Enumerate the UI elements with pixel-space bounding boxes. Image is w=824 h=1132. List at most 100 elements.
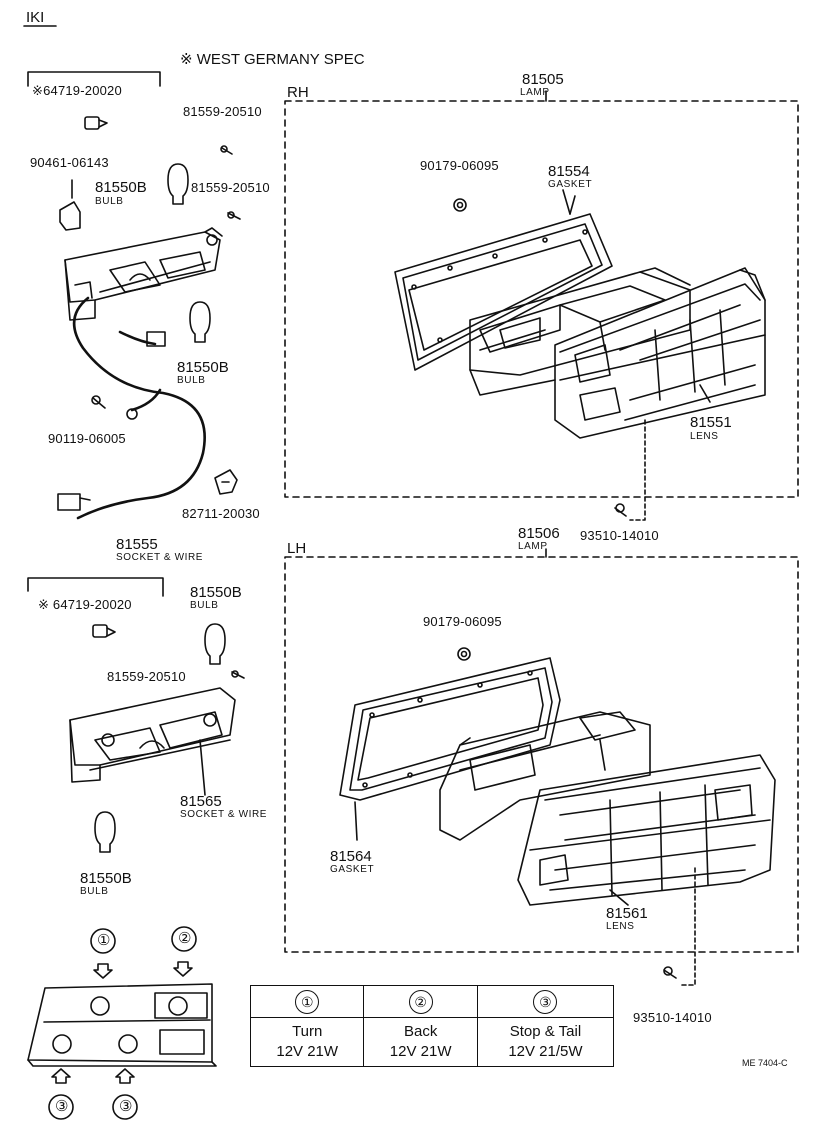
lh-lamp-dashed-box (284, 556, 799, 953)
lh-socket-plate (69, 687, 236, 796)
lh-spec-bracket (27, 577, 164, 597)
rh-part-82711: 82711-20030 (182, 506, 260, 521)
rh-part-90461: 90461-06143 (30, 155, 109, 170)
bulb-rating-2: 12V 21W (389, 1043, 452, 1060)
lh-lamp-number: 81506 (518, 525, 560, 542)
rh-grommet-64719 (84, 116, 108, 130)
marker-circle-2 (171, 926, 197, 952)
lh-screw-81559 (231, 670, 245, 679)
rh-part-81555: 81555 (116, 536, 158, 553)
bulb-spec-header-3: ③ (476, 985, 615, 1018)
bulb-position-panel (27, 983, 217, 1067)
lh-gasket-leader (354, 801, 358, 841)
rh-bulb-mid (189, 301, 211, 343)
rh-part-81551: 81551 (690, 414, 732, 431)
rh-part-81550b-mid: 81550B (177, 359, 229, 376)
lh-part-81550b-top: 81550B (190, 584, 242, 601)
lh-part-81550b-top-label: BULB (190, 600, 219, 611)
position-arrow-3a (51, 1068, 71, 1084)
marker-3a-text: ③ (55, 1098, 69, 1115)
rh-part-64719: ※64719-20020 (32, 83, 122, 98)
rh-wire-connector (57, 493, 91, 511)
rh-gasket-81554 (394, 195, 613, 371)
lh-lamp-label: LAMP (518, 541, 548, 552)
lh-part-81550b-bottom-label: BULB (80, 886, 109, 897)
rh-socket-plate (64, 227, 223, 321)
lh-lamp-housing (439, 711, 651, 841)
rh-part-81559-b: 81559-20510 (191, 180, 270, 195)
lh-bulb-top (204, 623, 226, 665)
rh-part-81550b-top-label: BULB (95, 196, 124, 207)
marker-3b-text: ③ (119, 1098, 133, 1115)
bulb-function-2: Back (403, 1023, 438, 1040)
lh-part-81565-label: SOCKET & WIRE (180, 809, 268, 820)
lh-part-64719: ※ 64719-20020 (38, 597, 132, 612)
rh-clip-90461 (59, 179, 81, 231)
rh-part-81555-label: SOCKET & WIRE (116, 552, 204, 563)
rh-part-81550b-mid-label: BULB (177, 375, 206, 386)
page-code: IKI (26, 9, 45, 26)
lh-part-93510: 93510-14010 (633, 1010, 712, 1025)
rh-part-81550b-top: 81550B (95, 179, 147, 196)
rh-part-90119: 90119-06005 (48, 431, 126, 446)
bulb-function-1: Turn (292, 1023, 323, 1040)
rh-part-81559-a: 81559-20510 (183, 104, 262, 119)
marker-circle-1 (90, 928, 116, 954)
bulb-spec-header-1: ① (249, 985, 365, 1018)
rh-part-81551-label: LENS (690, 431, 719, 442)
lh-part-90179: 90179-06095 (423, 614, 502, 629)
rh-clamp-82711 (214, 469, 238, 495)
rh-nut-90179 (453, 198, 467, 212)
rh-screw-81559-a (220, 145, 233, 155)
lh-lens-81561 (517, 754, 776, 906)
lh-part-81564: 81564 (330, 848, 372, 865)
marker-circle-3a (48, 1094, 74, 1120)
rh-part-81554: 81554 (548, 163, 590, 180)
lh-screw-93510 (663, 966, 677, 979)
rh-part-81554-label: GASKET (548, 179, 593, 190)
bulb-spec-cell-3: Stop & Tail 12V 21/5W (476, 1017, 615, 1067)
rh-small-socket (126, 408, 138, 420)
lh-part-81565: 81565 (180, 793, 222, 810)
lh-part-81561: 81561 (606, 905, 648, 922)
lh-part-81564-label: GASKET (330, 864, 375, 875)
rh-lamp-number: 81505 (522, 71, 564, 88)
rh-lamp-label: LAMP (520, 87, 550, 98)
rh-part-90179: 90179-06095 (420, 158, 499, 173)
marker-1-text: ① (97, 932, 111, 949)
marker-circle-3b (112, 1094, 138, 1120)
position-arrow-1 (93, 963, 113, 979)
bulb-function-3: Stop & Tail (509, 1023, 582, 1040)
rh-connector-mid (146, 331, 166, 347)
lh-grommet-64719 (92, 624, 116, 638)
bulb-spec-body-row: Turn 12V 21W Back 12V 21W Stop & Tail 12… (249, 1017, 615, 1067)
bulb-spec-table: ① ② ③ Turn 12V 21W Back 12V 21W Stop & T… (249, 985, 615, 1067)
bulb-spec-cell-2: Back 12V 21W (363, 1017, 478, 1067)
rh-screw-90119 (91, 395, 106, 409)
rh-lens-leader (699, 384, 711, 403)
lh-part-81550b-bottom: 81550B (80, 870, 132, 887)
lh-part-81559: 81559-20510 (107, 669, 186, 684)
position-arrow-2 (173, 961, 193, 977)
bulb-spec-cell-1: Turn 12V 21W (249, 1017, 365, 1067)
rh-screw-93510 (614, 503, 627, 517)
rh-spec-bracket (27, 71, 161, 87)
bulb-rating-3: 12V 21/5W (508, 1043, 583, 1060)
lh-bulb-bottom (94, 811, 116, 853)
bulb-spec-header-row: ① ② ③ (249, 985, 615, 1018)
lh-part-81561-label: LENS (606, 921, 635, 932)
position-arrow-3b (115, 1068, 135, 1084)
rh-screw-81559-b (227, 211, 241, 220)
spec-note: ※ WEST GERMANY SPEC (180, 51, 365, 68)
lh-screw-dashed-leader (679, 867, 696, 986)
lh-lens-leader (609, 889, 629, 906)
rh-side-label: RH (287, 84, 309, 101)
rh-gasket-leader (562, 189, 571, 215)
lh-gasket-81564 (339, 657, 561, 801)
bulb-spec-header-2: ② (363, 985, 478, 1018)
bulb-rating-1: 12V 21W (276, 1043, 339, 1060)
lh-nut-90179 (457, 647, 471, 661)
rh-lens-81551 (554, 267, 766, 439)
